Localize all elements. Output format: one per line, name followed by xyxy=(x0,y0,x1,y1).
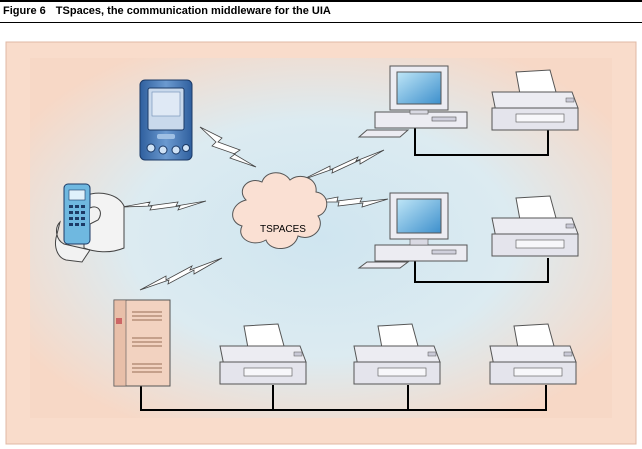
wireless-links xyxy=(121,126,389,291)
computer-top xyxy=(357,65,468,138)
wireless-bolt-phone xyxy=(121,200,207,211)
figure-number: Figure 6 xyxy=(3,5,46,17)
tspaces-cloud: TSPACES xyxy=(232,172,328,249)
printer-bottom-2 xyxy=(353,323,441,385)
wireless-bolt-computer-top xyxy=(301,149,385,181)
figure-title: TSpaces, the communication middleware fo… xyxy=(55,5,331,17)
mobile-phone-device xyxy=(55,183,125,263)
printer-bottom-1 xyxy=(219,323,307,385)
computer-middle xyxy=(357,192,468,269)
wireless-bolt-computer-middle xyxy=(311,196,389,208)
wireless-bolt-server xyxy=(139,257,223,291)
figure-caption: Figure 6 TSpaces, the communication middl… xyxy=(3,5,331,17)
printer-top xyxy=(491,69,579,131)
network-lines xyxy=(140,126,549,411)
network-line-middle xyxy=(414,258,549,283)
figure-header: Figure 6 TSpaces, the communication middl… xyxy=(0,0,642,23)
printer-middle xyxy=(491,195,579,257)
top-rule xyxy=(0,0,642,2)
wireless-bolt-pda xyxy=(199,126,257,168)
server-device xyxy=(113,299,171,387)
cloud-label: TSPACES xyxy=(260,224,306,235)
network-line-bottom xyxy=(140,385,547,411)
bottom-rule xyxy=(0,22,642,23)
pda-device xyxy=(139,79,193,161)
printer-bottom-3 xyxy=(489,323,577,385)
network-line-top xyxy=(414,126,549,156)
